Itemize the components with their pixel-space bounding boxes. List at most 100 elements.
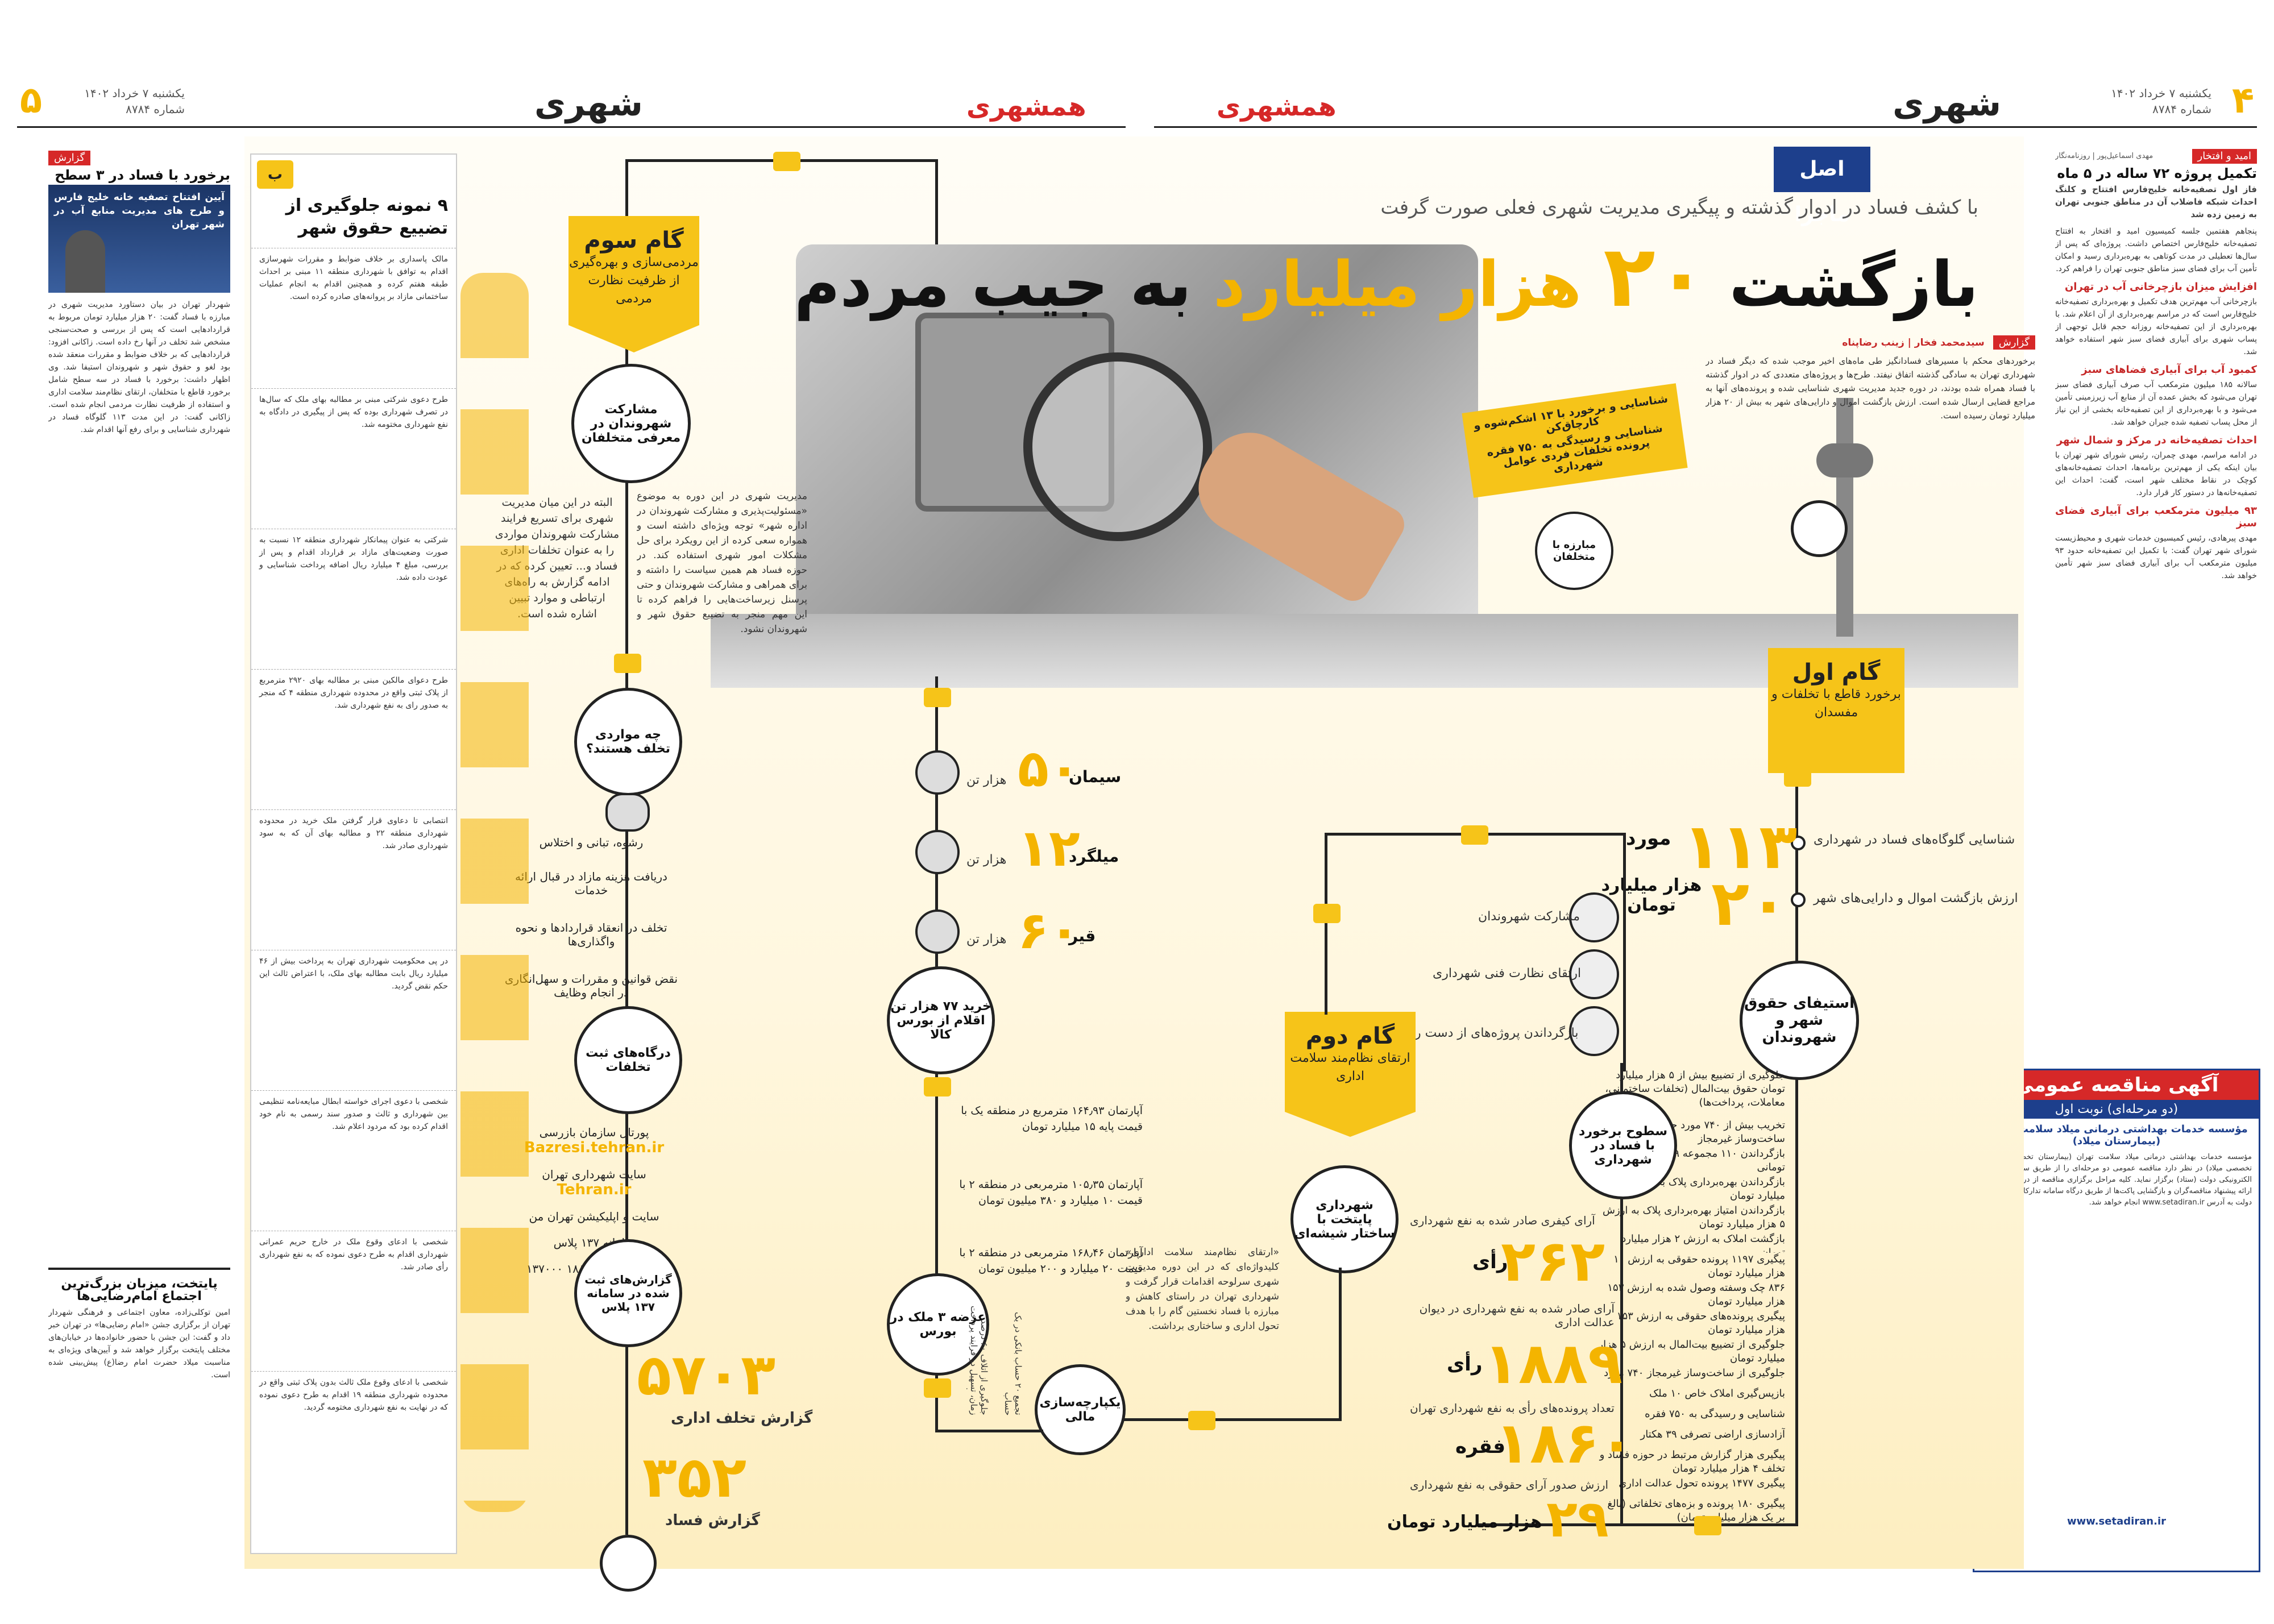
header-rule-left xyxy=(17,126,1126,128)
header-rule-right xyxy=(1154,126,2257,128)
right-column-body: پنجاهم هفتمین جلسه کمیسیون امید و افتخار… xyxy=(2055,227,2257,273)
goods-exchange-circle: خرید ۷۷ هزار تن اقلام از بورس کالا xyxy=(887,966,995,1074)
samples-badge: ب xyxy=(257,160,293,189)
ad-site-link[interactable]: www.setadiran.ir xyxy=(2066,1515,2167,1527)
goods-bitumen-unit: هزار تن xyxy=(966,932,1007,946)
step2-quote: «ارتقای نظام‌مند سلامت اداری» کلیدواژه‌ا… xyxy=(1126,1247,1279,1332)
levels-stat3-label: تعداد پرونده‌های رأی به نفع شهرداری تهرا… xyxy=(1410,1401,1615,1415)
decorative-numbers xyxy=(460,273,529,1512)
step2-marker xyxy=(1313,904,1341,923)
right-news-column: امید و افتخار مهدی اسماعیل‌پور | روزنامه… xyxy=(2055,149,2257,1047)
title-badge: اصل ماجرا xyxy=(1774,147,1870,226)
report-tag: گزارش xyxy=(1993,335,2035,350)
connector-marker-top xyxy=(1461,825,1488,845)
intro-text: برخورد‌های محکم با مسیرهای فسادانگیز طی … xyxy=(1706,356,2035,421)
fight-offenders-circle: مبارزه با متخلفان xyxy=(1535,512,1613,590)
samples-item-1: مالک پاسداری بر خلاف ضوابط و مقررات شهرس… xyxy=(251,248,456,388)
goods-apartments: آپارتمان ۱۶۴٫۹۳ مترمربع در منطقه یک با ق… xyxy=(959,1104,1143,1275)
step1-marker xyxy=(1784,767,1811,787)
left-column-tag: گزارش xyxy=(48,151,91,165)
left-column-photo-caption: آیین افتتاح تصفیه خانه خلیج فارس و طرح ه… xyxy=(54,192,225,230)
city-photo xyxy=(796,244,1478,637)
step2-line-bottom xyxy=(1339,1268,1342,1421)
goods-cement-name: سیمان xyxy=(1069,767,1122,786)
step2-glass-circle: شهرداری پایتخت با ساختار شیشه‌ای xyxy=(1290,1165,1399,1273)
step3-line xyxy=(625,159,628,1535)
samples-item-8: شخصی با ادعای وقوع ملک در خارج حریم عمرا… xyxy=(251,1231,456,1371)
step1-stat2-label: ارزش بازگشت اموال و دارایی‌های شهر xyxy=(1814,891,2018,906)
portal-link-bazresi[interactable]: Bazresi.tehran.ir xyxy=(524,1139,665,1156)
samples-title: ۹ نمونه جلوگیری از تضییع حقوق شهر xyxy=(285,196,448,238)
right-column-byline: مهدی اسماعیل‌پور | روزنامه‌نگار xyxy=(2055,152,2153,160)
left-bottom-box: پایتخت، میزبان بزرگ‌ترین اجتماع امام‌رضا… xyxy=(48,1268,230,1593)
step3-top-line-right xyxy=(935,159,938,244)
levels-line-top xyxy=(1623,833,1626,1071)
step3-marker-top xyxy=(773,152,800,171)
hand-icon xyxy=(1182,416,1410,607)
report-byline: سیدمحمد فخار | زینب رضاپناه xyxy=(1842,337,1985,348)
violations-circle: چه مواردی تخلف هستند؟ xyxy=(574,688,682,796)
left-bottom-box-body: امین توکلی‌زاده، معاون اجتماعی و فرهنگی … xyxy=(48,1308,230,1380)
left-column-body: شهردار تهران در بیان دستاورد مدیریت شهری… xyxy=(48,300,230,434)
step1-stat2-unit: هزار میلیارد تومان xyxy=(1601,875,1702,915)
levels-stat1-number: ۲۶۲ xyxy=(1501,1228,1605,1294)
step3-para2: مدیریت شهری در این دوره به موضوع «مسئولی… xyxy=(637,491,807,635)
right-column-body2: سالانه ۱۸۵ میلیون مترمکعب آب صرف آبیاری … xyxy=(2055,380,2257,427)
tehran-emblem-icon xyxy=(1791,500,1848,557)
ad-org: مؤسسه خدمات بهداشتی درمانی میلاد سلامت ت… xyxy=(1985,1123,2248,1147)
step3-stat1-label: گزارش تخلف اداری xyxy=(671,1410,813,1427)
goods-bitumen-name: قیر xyxy=(1069,927,1096,945)
samples-item-2: طرح دعوی شرکتی مبنی بر مطالبه بهای ملک ک… xyxy=(251,388,456,529)
cement-icon xyxy=(915,750,960,795)
rebar-icon xyxy=(915,830,960,874)
right-column-sub4: ۹۳ میلیون مترمکعب برای آبیاری فضای سبز xyxy=(2055,505,2257,529)
step1-stat1-unit: مورد xyxy=(1626,827,1671,850)
right-column-sub3: احداث تصفیه‌خانه در مرکز و شمال شهر xyxy=(2056,434,2257,446)
levels-stat2-number: ۱۸۸۹ xyxy=(1484,1330,1623,1397)
goods-marker-top xyxy=(924,688,951,707)
right-column-body1: بازچرخانی آب مهم‌ترین هدف تکمیل و بهره‌ب… xyxy=(2055,297,2257,356)
section-title-left: شهری xyxy=(534,84,643,124)
intro-block: گزارش سیدمحمد فخار | زینب رضاپناه برخورد… xyxy=(1706,335,2035,422)
main-title: بازگشت ۲۰ هزار میلیارد به جیب مردم xyxy=(794,227,1978,326)
violations-list: رشوه، تبانی و اختلاس دریافت هزینه مازاد … xyxy=(504,836,678,999)
step2-box: گام دوم ارتقای نظام‌مند سلامت اداری xyxy=(1285,1012,1416,1137)
samples-box: ب ۹ نمونه جلوگیری از تضییع حقوق شهر مالک… xyxy=(250,153,457,1554)
main-kicker: با کشف فساد در ادوار گذشته و پیگیری مدیر… xyxy=(1380,196,1978,219)
left-news-column: گزارش برخورد با فساد در ۳ سطح آیین افتتا… xyxy=(48,151,230,1287)
samples-item-5: انتصابی تا دعاوی قرار گرفتن ملک خرید در … xyxy=(251,809,456,950)
step1-stat1-label: شناسایی گلوگاه‌های فساد در شهرداری xyxy=(1814,833,2015,847)
step1-rights-circle: استیفای حقوق شهر و شهروندان xyxy=(1740,961,1859,1080)
portal-link-tehran[interactable]: Tehran.ir xyxy=(557,1181,632,1198)
step2-connector-marker xyxy=(1188,1411,1215,1430)
samples-item-9: شخصی با ادعای وقوع ملک ثالث بدون پلاک ثب… xyxy=(251,1371,456,1494)
goods-vertical-note-2: تجمیع ۲۰ حساب بانکی در یک حساب xyxy=(1003,1312,1023,1415)
levels-stat3-number: ۱۸۶۰ xyxy=(1495,1410,1634,1476)
handshake-icon xyxy=(605,793,650,832)
ad-body: مؤسسه خدمات بهداشتی درمانی میلاد سلامت ت… xyxy=(1981,1153,2252,1207)
levels-stat1-unit: رأی xyxy=(1472,1251,1508,1273)
step3-stat2-label: گزارش فساد xyxy=(665,1512,760,1529)
left-bottom-box-title: پایتخت، میزبان بزرگ‌ترین اجتماع امام‌رضا… xyxy=(61,1277,218,1303)
date-right: یکشنبه ۷ خرداد ۱۴۰۲ شماره ۸۷۸۴ xyxy=(2111,86,2211,116)
bitumen-icon xyxy=(915,909,960,954)
speaker-silhouette xyxy=(65,230,105,293)
right-column-tag: امید و افتخار xyxy=(2192,149,2257,164)
goods-vertical-note-1: جلوگیری از اتلاف ۶۰ درصد زمان، تسهیل در … xyxy=(966,1306,989,1415)
goods-rebar-name: میلگرد xyxy=(1069,847,1119,866)
samples-item-3: شرکتی به عنوان پیمانکار شهرداری منطقه ۱۲… xyxy=(251,529,456,669)
goods-marker-low xyxy=(924,1378,951,1398)
masthead-right: همشهری xyxy=(1217,91,1337,122)
levels-line xyxy=(1620,1063,1623,1523)
levels-item-3: بازگرداندن پروژه‌های از دست رفته xyxy=(1399,1026,1579,1040)
milad-tower-head-icon xyxy=(1816,443,1873,477)
step1-items: جلوگیری از تضییع بیش از ۵ هزار میلیارد ت… xyxy=(1598,1069,1785,1523)
step1-line xyxy=(1795,773,1798,1523)
page-number-right: ۴ xyxy=(2231,80,2254,122)
goods-bitumen-number: ۶۰ xyxy=(1018,901,1080,961)
property-offering-circle: عرضه ۳ ملک در بورس xyxy=(887,1273,989,1376)
samples-item-4: طرح دعوای مالکین مبنی بر مطالبه بهای ۲۹۲… xyxy=(251,669,456,809)
connector-bottom-right xyxy=(1478,1523,1798,1526)
goods-cement-unit: هزار تن xyxy=(966,773,1007,787)
step1-dot-2 xyxy=(1791,892,1806,907)
